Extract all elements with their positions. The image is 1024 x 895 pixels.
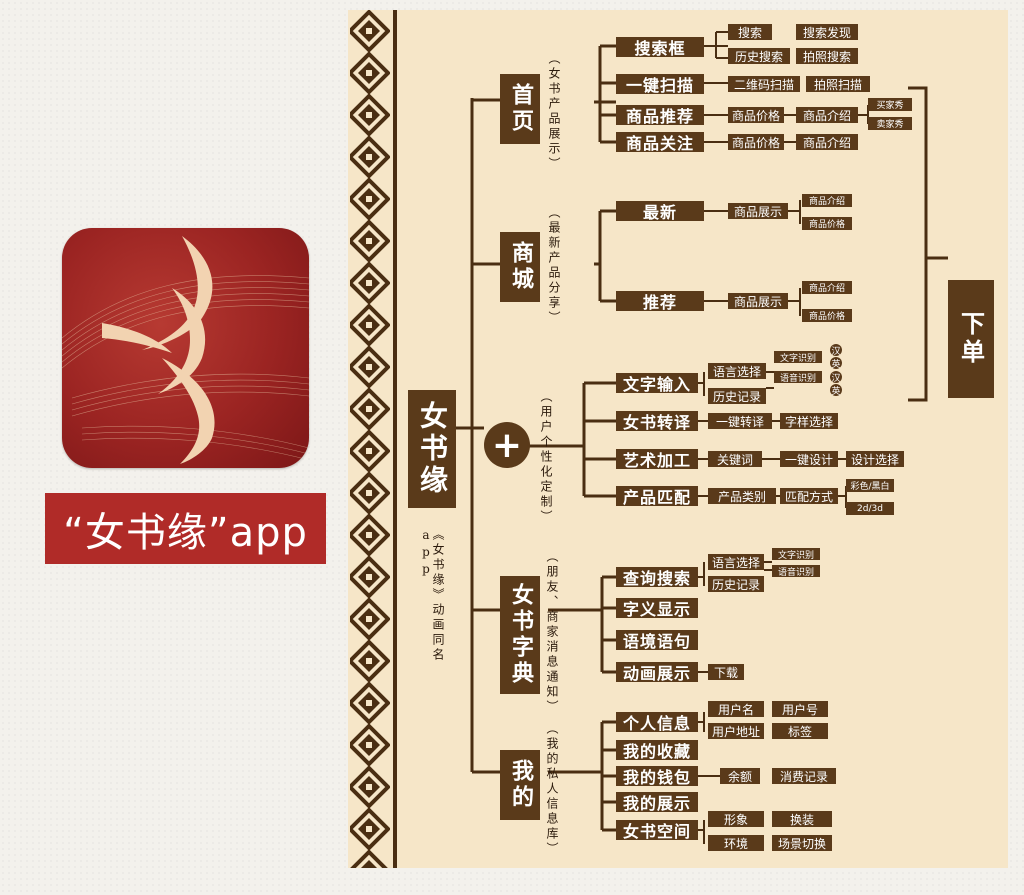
me-environment[interactable]: 环境 — [708, 835, 764, 851]
nvshu-logo-icon — [62, 228, 309, 468]
custom-2d-3d[interactable]: 2d/3d — [846, 502, 894, 515]
home-recommend[interactable]: 商品推荐 — [616, 105, 704, 126]
custom-color-bw[interactable]: 彩色/黑白 — [846, 479, 894, 492]
custom-history[interactable]: 历史记录 — [708, 388, 766, 404]
branch-dict-note: （朋友、商家消息通知） — [545, 550, 559, 715]
custom-keyword[interactable]: 关键词 — [708, 451, 762, 467]
custom-lang-en-2[interactable]: 英 — [830, 384, 842, 397]
branch-home-note: （女书产品展示） — [547, 52, 561, 172]
custom-text-recog[interactable]: 文字识别 — [774, 351, 822, 364]
me-username[interactable]: 用户名 — [708, 701, 764, 717]
branch-home[interactable]: 首页 — [500, 74, 540, 144]
home-search-history[interactable]: 历史搜索 — [728, 48, 790, 64]
home-follow[interactable]: 商品关注 — [616, 132, 704, 153]
custom-voice-recog[interactable]: 语音识别 — [774, 371, 822, 384]
mindmap-panel: 女书缘 《女书缘》动画同名app 首页 （女书产品展示） 商城 （最新产品分享）… — [348, 10, 1008, 868]
custom-match[interactable]: 产品匹配 — [616, 486, 698, 507]
home-scan-qr[interactable]: 二维码扫描 — [728, 76, 800, 92]
custom-one-click-design[interactable]: 一键设计 — [780, 451, 838, 467]
me-showcase[interactable]: 我的展示 — [616, 792, 698, 813]
me-spending[interactable]: 消费记录 — [772, 768, 836, 784]
home-rec-intro[interactable]: 商品介绍 — [796, 107, 858, 123]
me-profile[interactable]: 个人信息 — [616, 712, 698, 733]
dict-history[interactable]: 历史记录 — [708, 576, 764, 592]
branch-custom-note: （用户个性化定制） — [539, 390, 553, 525]
custom-lang-zh-2[interactable]: 汉 — [830, 371, 842, 384]
me-avatar[interactable]: 形象 — [708, 811, 764, 827]
dict-download[interactable]: 下载 — [708, 664, 744, 680]
mall-newest-intro[interactable]: 商品介绍 — [802, 194, 852, 207]
decorative-border — [350, 10, 397, 868]
root-node[interactable]: 女书缘 — [408, 390, 456, 508]
app-name-label: “女书缘”app — [45, 493, 326, 564]
branch-dict[interactable]: 女书字典 — [500, 576, 540, 694]
me-user-id[interactable]: 用户号 — [772, 701, 828, 717]
custom-match-method[interactable]: 匹配方式 — [780, 488, 838, 504]
custom-lang-select[interactable]: 语言选择 — [708, 363, 766, 379]
custom-one-click-translate[interactable]: 一键转译 — [708, 413, 772, 429]
home-search-photo[interactable]: 拍照搜索 — [796, 48, 858, 64]
dict-context[interactable]: 语境语句 — [616, 630, 698, 651]
custom-style-select[interactable]: 字样选择 — [780, 413, 838, 429]
home-rec-price[interactable]: 商品价格 — [728, 107, 784, 123]
mall-newest-display[interactable]: 商品展示 — [728, 203, 788, 219]
dict-lang-select[interactable]: 语言选择 — [708, 554, 764, 570]
mall-newest[interactable]: 最新 — [616, 201, 704, 222]
connector-lines — [456, 31, 948, 844]
root-note: 《女书缘》动画同名app — [419, 528, 445, 663]
branch-me-note: （我的私人信息库） — [545, 722, 559, 857]
me-balance[interactable]: 余额 — [720, 768, 760, 784]
custom-design-select[interactable]: 设计选择 — [846, 451, 904, 467]
dict-text-recog[interactable]: 文字识别 — [772, 548, 820, 561]
custom-text-input[interactable]: 文字输入 — [616, 373, 698, 394]
me-scene-switch[interactable]: 场景切换 — [772, 835, 832, 851]
home-rec-buyer-show[interactable]: 买家秀 — [868, 98, 912, 111]
me-space[interactable]: 女书空间 — [616, 820, 698, 841]
custom-lang-en-1[interactable]: 英 — [830, 357, 842, 370]
branch-me[interactable]: 我的 — [500, 750, 540, 820]
home-scan-photo[interactable]: 拍照扫描 — [806, 76, 870, 92]
home-scan[interactable]: 一键扫描 — [616, 74, 704, 95]
branch-mall[interactable]: 商城 — [500, 232, 540, 302]
branch-custom-plus[interactable]: + — [484, 422, 530, 468]
custom-product-type[interactable]: 产品类别 — [708, 488, 776, 504]
me-tags[interactable]: 标签 — [772, 723, 828, 739]
dict-query[interactable]: 查询搜索 — [616, 567, 698, 588]
dict-animation[interactable]: 动画展示 — [616, 662, 698, 683]
mall-recommend[interactable]: 推荐 — [616, 291, 704, 312]
branch-mall-note: （最新产品分享） — [547, 206, 561, 326]
me-address[interactable]: 用户地址 — [708, 723, 764, 739]
mall-recommend-intro[interactable]: 商品介绍 — [802, 281, 852, 294]
dict-voice-recog[interactable]: 语音识别 — [772, 565, 820, 578]
me-outfit[interactable]: 换装 — [772, 811, 832, 827]
me-wallet[interactable]: 我的钱包 — [616, 766, 698, 787]
home-search[interactable]: 搜索 — [728, 24, 772, 40]
home-search-box[interactable]: 搜索框 — [616, 37, 704, 58]
order-node[interactable]: 下单 — [948, 280, 994, 398]
home-follow-intro[interactable]: 商品介绍 — [796, 134, 858, 150]
mall-recommend-price[interactable]: 商品价格 — [802, 309, 852, 322]
custom-lang-zh-1[interactable]: 汉 — [830, 344, 842, 357]
home-rec-seller-show[interactable]: 卖家秀 — [868, 117, 912, 130]
custom-art[interactable]: 艺术加工 — [616, 449, 698, 470]
home-follow-price[interactable]: 商品价格 — [728, 134, 784, 150]
mall-recommend-display[interactable]: 商品展示 — [728, 293, 788, 309]
me-favorites[interactable]: 我的收藏 — [616, 740, 698, 761]
custom-translate[interactable]: 女书转译 — [616, 411, 698, 432]
home-search-discover[interactable]: 搜索发现 — [796, 24, 858, 40]
mall-newest-price[interactable]: 商品价格 — [802, 217, 852, 230]
dict-meaning[interactable]: 字义显示 — [616, 598, 698, 619]
